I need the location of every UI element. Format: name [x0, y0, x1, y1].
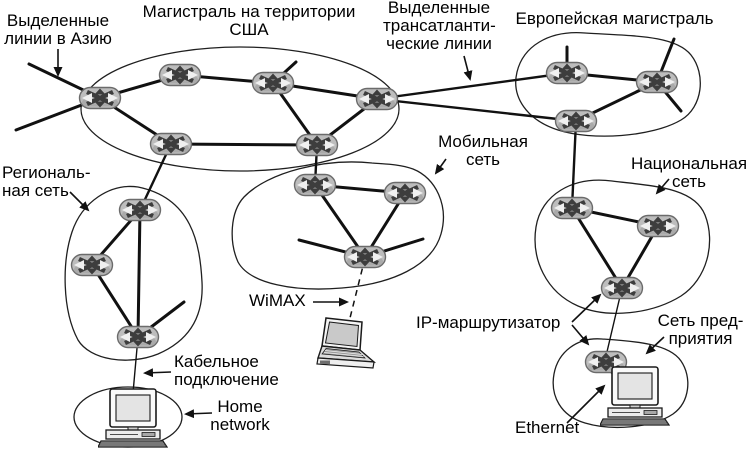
router-icon: [160, 65, 201, 86]
router-icon: [638, 216, 679, 237]
transatlantic-line-2: [375, 97, 578, 123]
router-icon: [556, 111, 597, 132]
router-icon: [385, 183, 426, 204]
label-national-network: Национальная сеть: [630, 154, 748, 191]
label-pointer-arrows: [53, 49, 670, 424]
home-label-arrow: [184, 409, 213, 419]
transatlantic-label-arrow: [463, 55, 473, 81]
desktop-computer-icon: [600, 366, 670, 426]
desktop-computer-icon: [98, 388, 168, 448]
ip-router-label-arrow-upper: [571, 293, 602, 323]
european-backbone-cloud-outline: [515, 32, 701, 137]
network-clouds: [64, 32, 711, 448]
router-icon: [253, 73, 294, 94]
us-backbone-cloud-outline: [80, 46, 400, 172]
label-cable-connection: Кабельное подключение: [174, 352, 279, 389]
ip-router-label-arrow-lower: [571, 324, 590, 346]
national-network-cloud-outline: [534, 179, 711, 314]
laptop-icon: [316, 317, 375, 369]
router-icon: [552, 198, 593, 219]
national-label-arrow: [655, 178, 670, 195]
router-icon: [547, 63, 588, 84]
router-icon: [118, 327, 159, 348]
label-wimax: WiMAX: [249, 291, 306, 310]
router-icon: [357, 89, 398, 110]
label-european-backbone: Европейская магистраль: [515, 9, 714, 28]
router-icon: [345, 247, 386, 268]
device-icons: [72, 63, 679, 448]
router-icon: [637, 72, 678, 93]
router-icon: [151, 134, 192, 155]
router-icon: [72, 255, 113, 276]
router-icon: [295, 175, 336, 196]
label-ethernet: Ethernet: [515, 418, 580, 437]
regional-network-cloud-outline: [64, 185, 203, 361]
router-icon: [297, 135, 338, 156]
label-transatlantic-lines: Выделенные трансатланти- ческие линии: [383, 0, 496, 53]
label-us-backbone: Магистраль на территории США: [142, 2, 356, 39]
label-enterprise-network: Сеть пред- приятия: [657, 311, 744, 348]
enterprise-network-cloud-outline: [552, 338, 689, 428]
label-asia-lines: Выделенные линии в Азию: [4, 11, 112, 48]
regional-label-arrow: [69, 191, 90, 212]
ethernet-label-arrow: [566, 384, 606, 424]
cable-label-arrow: [143, 368, 172, 378]
mobile-label-arrow: [434, 158, 447, 175]
label-home-network: Home network: [210, 397, 270, 434]
router-icon: [80, 88, 121, 109]
label-mobile-network: Мобильная сеть: [438, 132, 528, 169]
enterprise-label-arrow: [645, 336, 665, 355]
mobile-network-cloud-outline: [231, 161, 445, 290]
router-icon: [120, 200, 161, 221]
transatlantic-line-1: [375, 71, 569, 101]
ip-router-icon: [602, 278, 643, 299]
label-regional-network: Региональ- ная сеть: [2, 163, 91, 200]
label-ip-router: IP-маршрутизатор: [416, 313, 561, 332]
